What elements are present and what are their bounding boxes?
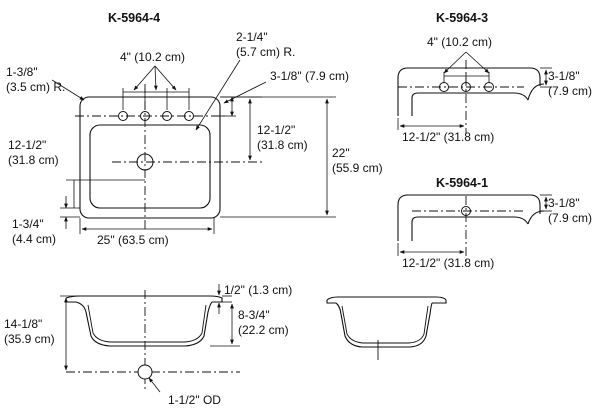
bowl-depth-label: (22.2 cm) bbox=[238, 323, 289, 337]
leader-line bbox=[148, 377, 161, 393]
faucet-spacing-label: 4" (10.2 cm) bbox=[427, 35, 492, 49]
leader-line bbox=[153, 65, 158, 91]
leader-line bbox=[223, 81, 267, 104]
sink-deck-outline bbox=[397, 67, 541, 116]
sink-deck-outline bbox=[397, 194, 541, 241]
partial-view-k5964-3: K-5964-3 4" (10.2 cm) 3-1/8" (7.9 cm) 12… bbox=[397, 11, 592, 144]
front-offset-label: 1-3/4" bbox=[12, 217, 44, 231]
sink-bowl-outline bbox=[527, 83, 545, 101]
faucet-spacing-label: 4" (10.2 cm) bbox=[120, 50, 185, 64]
drain-height-label: (35.9 cm) bbox=[4, 332, 55, 346]
faucet-offset-label: 3-1/8" bbox=[548, 69, 580, 83]
leader-line bbox=[154, 65, 177, 91]
sink-bowl-outline bbox=[89, 124, 211, 209]
rim-thickness-label: 1/2" (1.3 cm) bbox=[224, 283, 292, 297]
bowl-depth-label: 8-3/4" bbox=[238, 308, 270, 322]
leader-line bbox=[195, 59, 241, 131]
leader-line bbox=[443, 51, 467, 74]
drain-outlet bbox=[137, 364, 153, 380]
sink-rim-outline bbox=[65, 295, 223, 303]
leader-line bbox=[133, 65, 156, 91]
sink-bowl-inner bbox=[341, 305, 429, 344]
section-view: 1/2" (1.3 cm) 8-3/4" (22.2 cm) 14-1/8" (… bbox=[4, 283, 292, 407]
sink-rim-outline bbox=[326, 300, 336, 304]
drain-center-right-label: (31.8 cm) bbox=[257, 138, 308, 152]
drain-height-label: 14-1/8" bbox=[4, 317, 42, 331]
sink-rim-outline bbox=[326, 296, 447, 304]
corner-radius-label: 2-1/4" bbox=[236, 30, 268, 44]
model-label-k5964-1: K-5964-1 bbox=[436, 176, 488, 190]
faucet-offset-label: (7.9 cm) bbox=[548, 84, 592, 98]
overall-width-label: 25" (63.5 cm) bbox=[97, 233, 169, 247]
corner-radius-label: (5.7 cm) R. bbox=[236, 45, 295, 59]
faucet-offset-label: (7.9 cm) bbox=[548, 211, 592, 225]
sink-bowl-outline bbox=[411, 92, 529, 116]
sink-bowl-section bbox=[335, 302, 433, 348]
end-section-view bbox=[326, 296, 447, 360]
sink-deck-outline bbox=[79, 96, 221, 219]
partial-view-k5964-1: K-5964-1 3-1/8" (7.9 cm) 12-1/2" (31.8 c… bbox=[397, 176, 592, 270]
faucet-offset-label: 3-1/8" bbox=[548, 196, 580, 210]
plan-view-k5964-4: K-5964-4 4" (10.2 cm) 1-3/8" (3.5 cm) R.… bbox=[6, 11, 383, 247]
drain-center-left-label: (31.8 cm) bbox=[8, 153, 59, 167]
overall-depth-label: (55.9 cm) bbox=[332, 161, 383, 175]
model-label-k5964-3: K-5964-3 bbox=[436, 11, 488, 25]
model-label-k5964-4: K-5964-4 bbox=[108, 11, 160, 25]
sink-bowl-outline bbox=[411, 216, 529, 241]
deck-radius-label: (3.5 cm) R. bbox=[6, 80, 65, 94]
sink-bowl-section bbox=[75, 301, 213, 347]
sink-bowl-outline bbox=[527, 210, 545, 225]
leader-line bbox=[51, 79, 85, 101]
front-offset-label: (4.4 cm) bbox=[12, 232, 56, 246]
overall-depth-label: 22" bbox=[332, 146, 350, 160]
sink-bowl-inner bbox=[87, 304, 207, 343]
drain-size-label: 1-1/2" OD bbox=[168, 393, 221, 407]
deck-radius-label: 1-3/8" bbox=[6, 65, 38, 79]
sink-rim-outline bbox=[65, 298, 76, 303]
leader-line bbox=[465, 51, 490, 74]
half-width-label: 12-1/2" (31.8 cm) bbox=[402, 130, 494, 144]
drain-center-right-label: 12-1/2" bbox=[257, 123, 295, 137]
drain-center-left-label: 12-1/2" bbox=[8, 138, 46, 152]
faucet-offset-label: 3-1/8" (7.9 cm) bbox=[270, 69, 349, 83]
half-width-label: 12-1/2" (31.8 cm) bbox=[402, 256, 494, 270]
